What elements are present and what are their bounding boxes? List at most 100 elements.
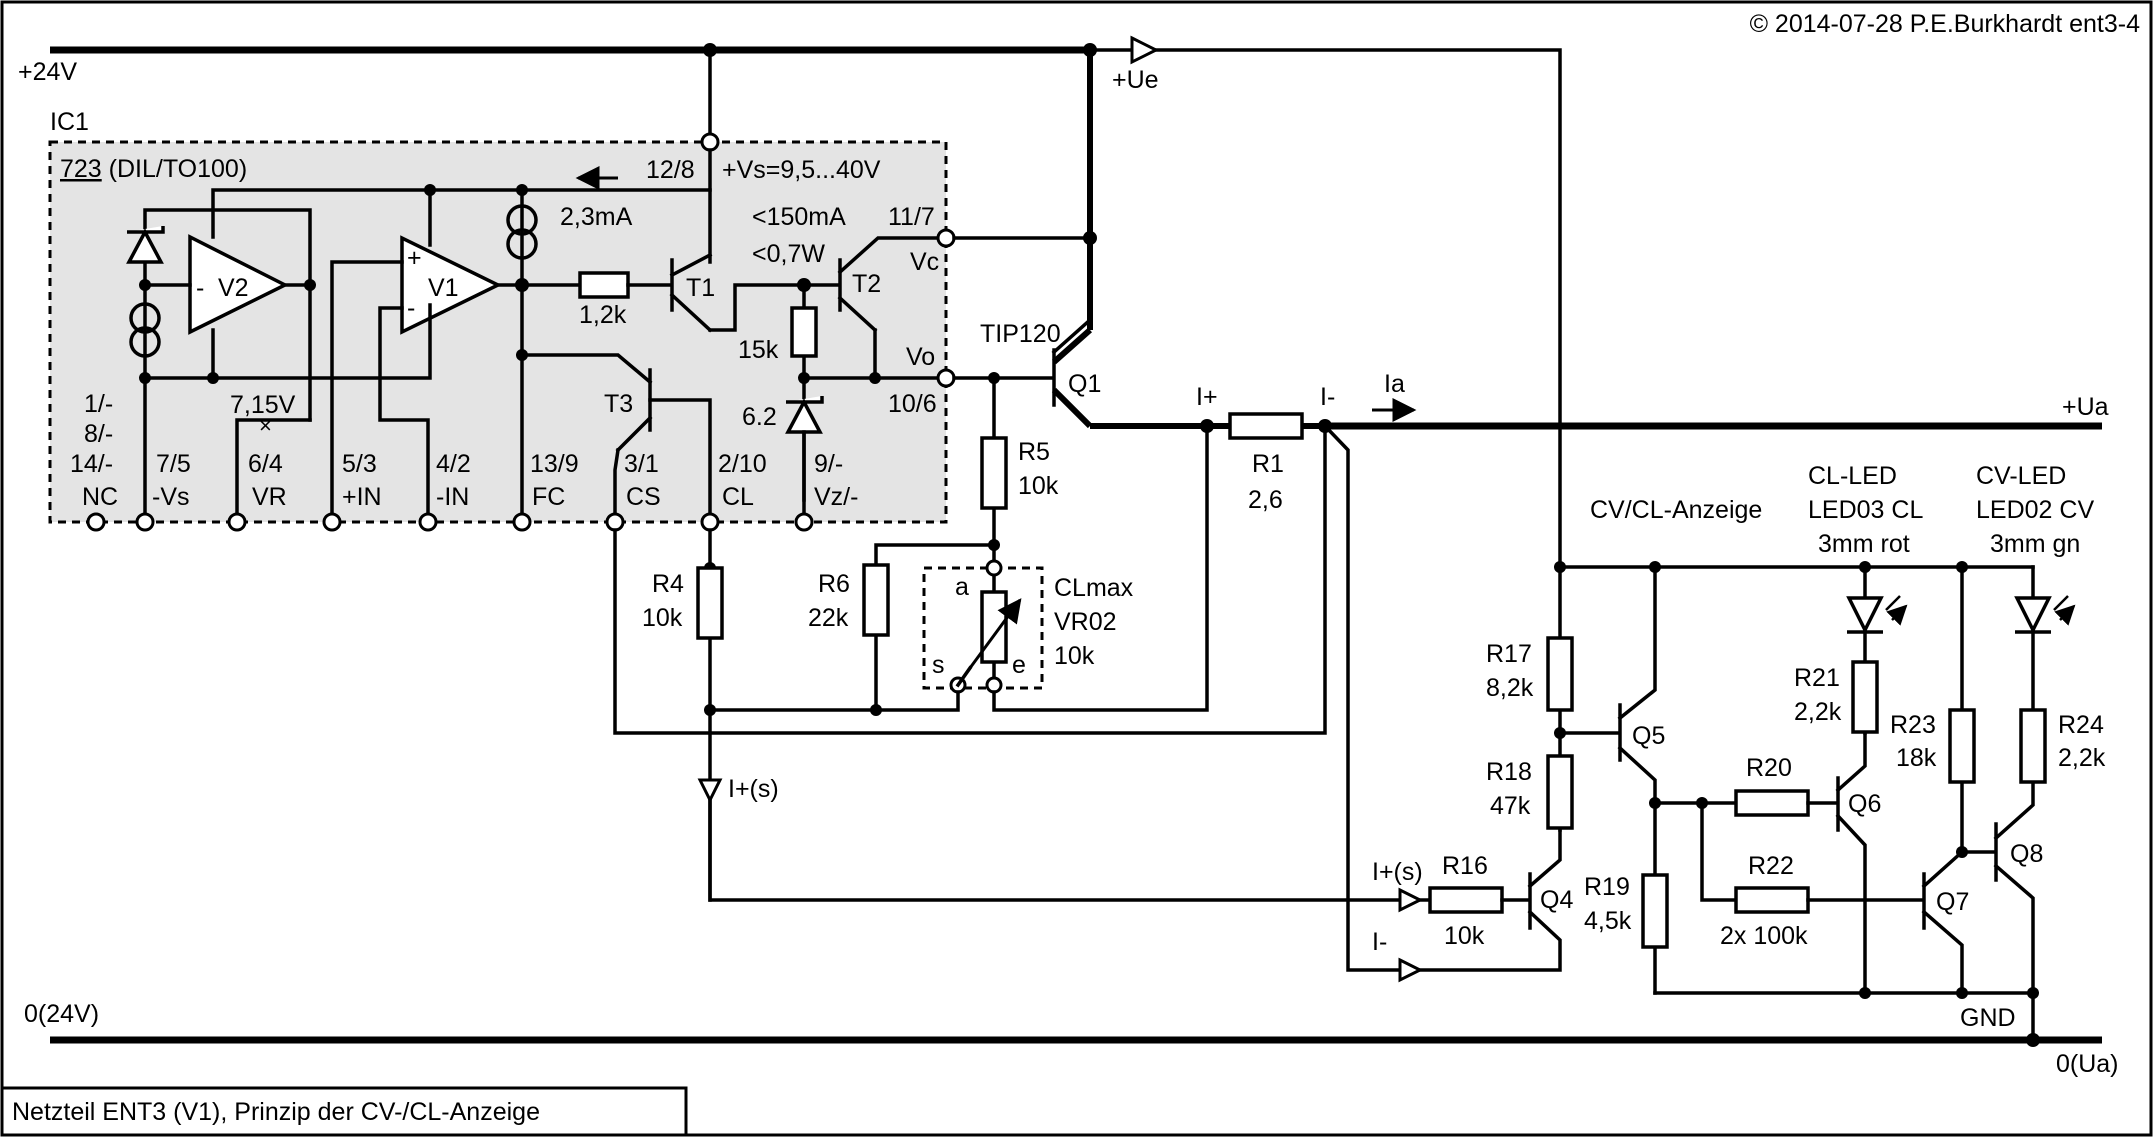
- r1-name: R1: [1252, 450, 1284, 478]
- pin-plus-in: [322, 512, 342, 532]
- t1-collector: [669, 252, 713, 278]
- pin-12-8: [700, 132, 720, 152]
- amp-v2-minus: -: [196, 274, 204, 302]
- is-to-indicator: [708, 798, 1412, 902]
- pin-vc: [936, 228, 956, 248]
- pin-cl: [700, 512, 720, 532]
- cl-led-c: 3mm rot: [1818, 530, 1910, 558]
- vr02-box: [922, 566, 1044, 690]
- t2-rating-a: <150mA: [752, 203, 846, 231]
- q7-emitter: [1921, 909, 1964, 995]
- vr02-symbol: [980, 590, 1008, 664]
- current-source-icon: [506, 228, 538, 260]
- pin-vo: [936, 368, 956, 388]
- r-1k2-label: 1,2k: [579, 301, 627, 329]
- vr02-value: 10k: [1054, 642, 1095, 670]
- vr-label: 7,15V: [230, 391, 296, 419]
- t2-collector: [837, 236, 948, 275]
- vr02-wiper-arrow: [968, 598, 1022, 669]
- ue-label: +Ue: [1112, 66, 1159, 94]
- amp-v1-label: V1: [428, 274, 459, 302]
- t2-emitter: [837, 295, 878, 333]
- cv-led-icon: [2014, 596, 2052, 634]
- r17-value: 8,2k: [1486, 674, 1534, 702]
- q8-label: Q8: [2010, 840, 2043, 868]
- r1-minus: I-: [1320, 383, 1335, 411]
- q6-collector: [1835, 731, 1867, 793]
- ic1-type-underlined: 723: [60, 155, 102, 183]
- iminus-to-indicator: [1322, 423, 1412, 972]
- vr02-sub: VR02: [1054, 608, 1117, 636]
- is-arrow: [697, 778, 723, 804]
- pin-vs-minus: [135, 512, 155, 532]
- im-in-arrow: [1398, 957, 1424, 983]
- wiper-bus: [708, 690, 960, 712]
- r22-path: [1700, 801, 1738, 902]
- pin-cs: [605, 512, 625, 532]
- minus-in-wire: [378, 306, 430, 524]
- cv-led-a: CV-LED: [1976, 462, 2066, 490]
- r24-symbol: [2019, 708, 2047, 784]
- is-label: I+(s): [728, 775, 779, 803]
- junction: [2026, 1033, 2040, 1047]
- r24-value: 2,2k: [2058, 744, 2106, 772]
- q1-name: Q1: [1068, 370, 1101, 398]
- amp-v1-icon: [400, 235, 502, 335]
- t3-base-wire: [648, 398, 712, 524]
- q1-collector: [1052, 327, 1092, 365]
- vr02-a: a: [955, 573, 969, 601]
- rail-0ua-label: 0(Ua): [2056, 1050, 2119, 1078]
- pin-name-minus-in: -IN: [436, 483, 469, 511]
- pin-vr: [227, 512, 247, 532]
- r1-plus: I+: [1196, 383, 1218, 411]
- r4-value: 10k: [642, 604, 683, 632]
- cv-led-b: LED02 CV: [1976, 496, 2094, 524]
- pin-name-cl: CL: [722, 483, 754, 511]
- cl-led-a: CL-LED: [1808, 462, 1897, 490]
- vr02-name: CLmax: [1054, 574, 1134, 602]
- q1-emitter: [1051, 387, 1093, 429]
- is-in-arrow: [1398, 887, 1424, 913]
- pin-num-13-9: 13/9: [530, 450, 579, 478]
- r23-symbol: [1948, 708, 1976, 784]
- junction: [870, 704, 882, 716]
- r17-symbol: [1546, 636, 1574, 712]
- t1-emitter: [669, 292, 713, 333]
- junction: [704, 704, 716, 716]
- r18-name: R18: [1486, 758, 1532, 786]
- vr02-s: s: [932, 651, 945, 679]
- t3-emitter-wire: [613, 448, 620, 524]
- pin-vo-num: 10/6: [888, 390, 937, 418]
- ref-current-source-icon: [129, 302, 161, 334]
- junction: [424, 184, 436, 196]
- q6-emitter: [1835, 813, 1867, 995]
- t2-rating-b: <0,7W: [752, 240, 825, 268]
- r17-name: R17: [1486, 640, 1532, 668]
- r5-symbol: [980, 436, 1008, 510]
- r18-value: 47k: [1490, 792, 1531, 820]
- e-to-iplus: [992, 424, 1209, 712]
- copyright-text: © 2014-07-28 P.E.Burkhardt ent3-4: [1750, 10, 2141, 38]
- ue-line: [1088, 48, 1562, 569]
- pin-num-8: 8/-: [84, 420, 113, 448]
- caption-text: Netzteil ENT3 (V1), Prinzip der CV-/CL-A…: [12, 1098, 540, 1126]
- pin-num-6-4: 6/4: [248, 450, 283, 478]
- pin-name-vs: -Vs: [152, 483, 190, 511]
- plus-in-wire: [330, 260, 404, 524]
- t3-label: T3: [604, 390, 633, 418]
- q4-collector: [1527, 828, 1562, 889]
- pin-vc-num: 11/7: [888, 203, 935, 231]
- vs-minus-bus: [143, 303, 432, 380]
- pin-num-9: 9/-: [814, 450, 843, 478]
- q1-type: TIP120: [980, 320, 1061, 348]
- junction: [1859, 987, 1871, 999]
- junction: [703, 43, 717, 57]
- vr02-pin-a: [985, 559, 1003, 577]
- junction: [1083, 231, 1097, 245]
- t2-label: T2: [852, 270, 881, 298]
- pin-vz: [794, 512, 814, 532]
- pin-num-7-5: 7/5: [156, 450, 191, 478]
- r21-symbol: [1851, 660, 1879, 734]
- r22-symbol: [1734, 886, 1810, 914]
- cv-led-rays: [2053, 596, 2074, 620]
